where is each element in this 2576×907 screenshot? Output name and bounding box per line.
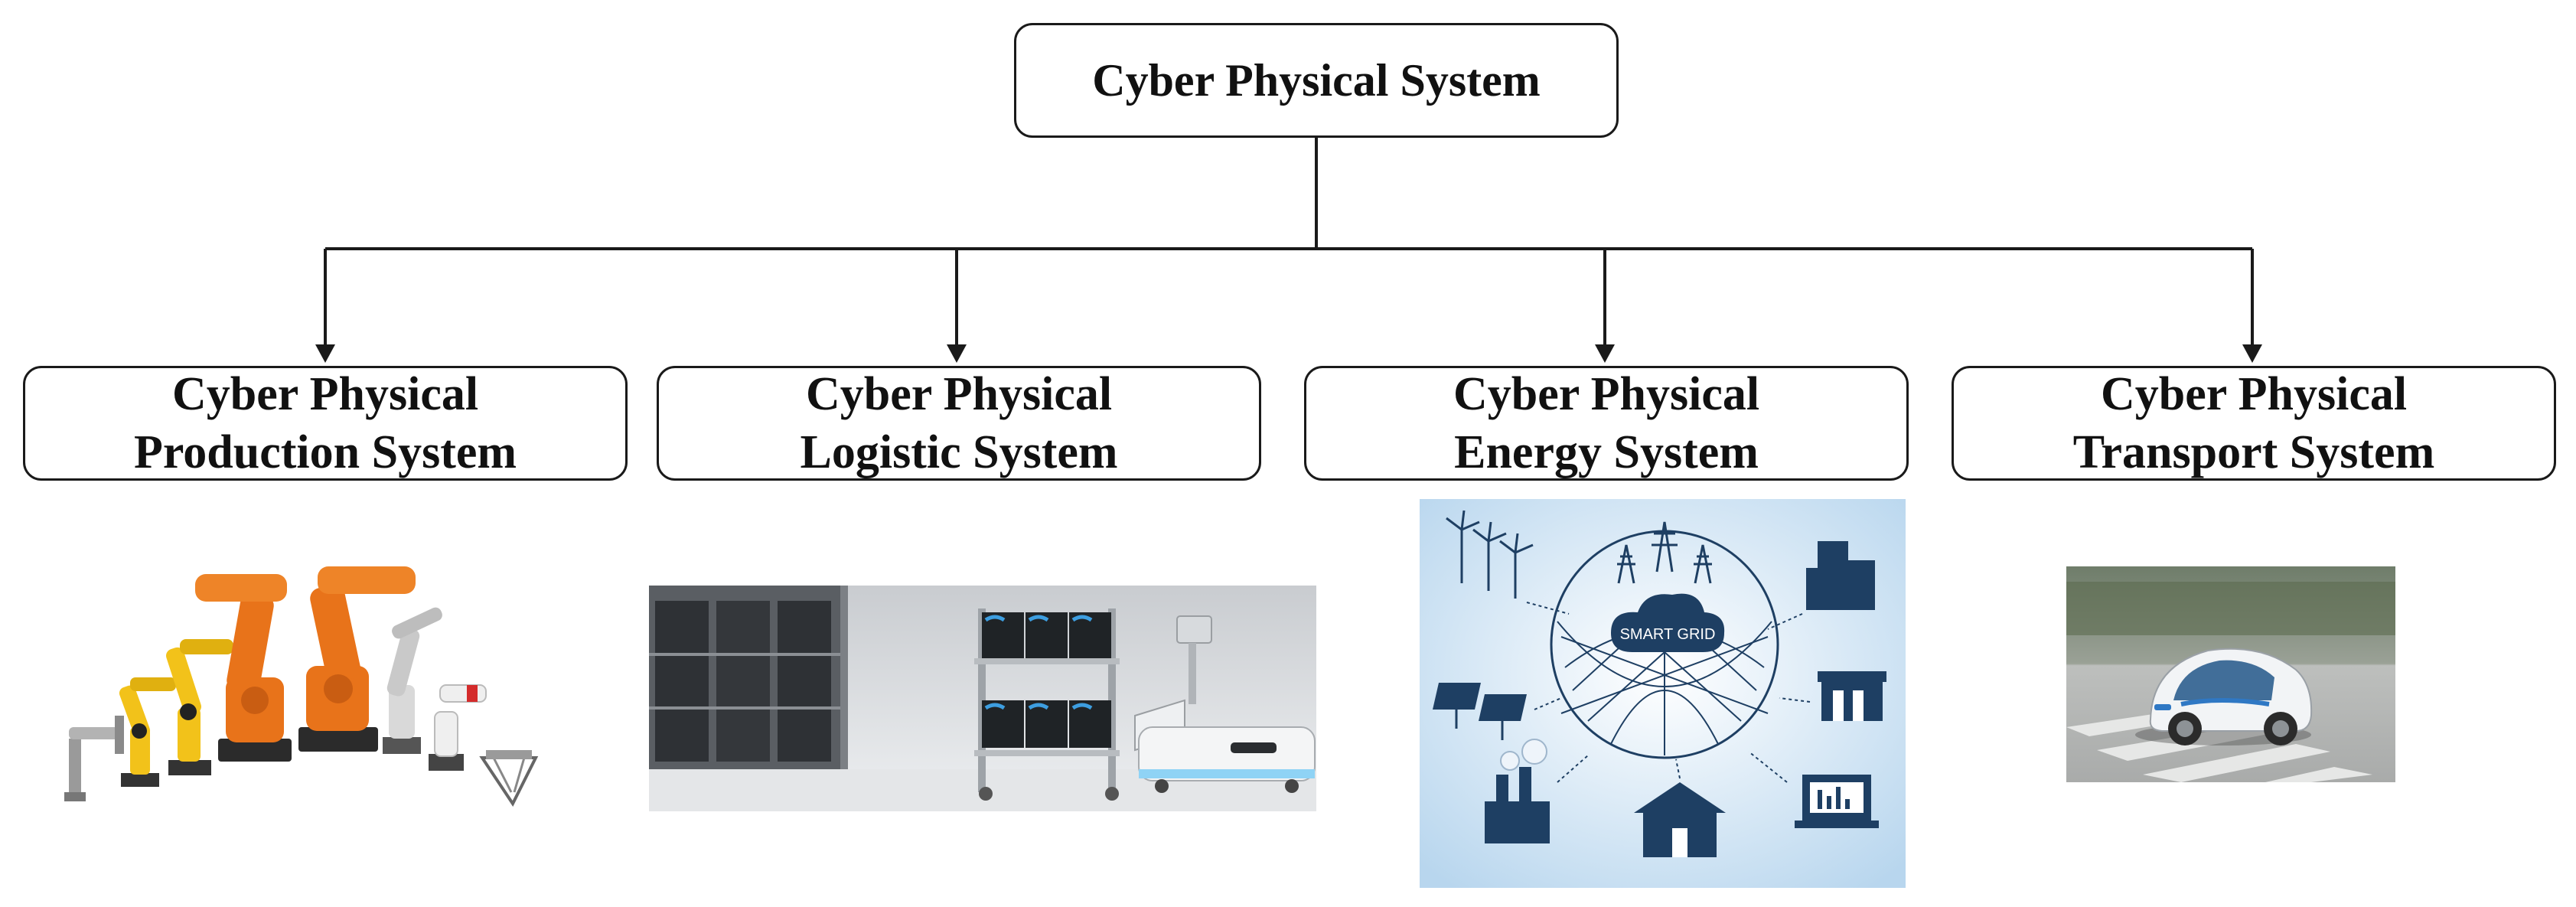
root-node-label: Cyber Physical System xyxy=(1092,54,1541,106)
autonomous-car-image xyxy=(2066,566,2395,782)
yellow-robot-arm-icon xyxy=(166,639,233,775)
energy-system-box: Cyber Physical Energy System xyxy=(1304,366,1909,481)
energy-system-label-line1: Cyber Physical xyxy=(1453,368,1760,420)
laptop-icon xyxy=(1795,775,1879,828)
white-robot-arm-icon xyxy=(383,607,442,754)
delta-robot-icon xyxy=(479,750,539,807)
logistic-system-label-line2: Logistic System xyxy=(800,426,1118,478)
root-node-box: Cyber Physical System xyxy=(1014,23,1619,138)
arrowhead-production xyxy=(315,344,335,363)
connection-arrows xyxy=(1526,602,1811,783)
wind-turbine-icon xyxy=(1446,510,1534,599)
scara-robot-icon xyxy=(64,716,124,801)
store-building-icon xyxy=(1818,671,1886,721)
transport-system-label-line2: Transport System xyxy=(2072,426,2435,478)
mobile-robot-icon xyxy=(1134,615,1316,793)
production-system-box: Cyber Physical Production System xyxy=(23,366,628,481)
factory-icon xyxy=(1485,739,1550,843)
grid-circle xyxy=(1550,530,1779,759)
house-icon xyxy=(1634,782,1726,857)
logistic-system-box: Cyber Physical Logistic System xyxy=(657,366,1261,481)
logistic-system-label-line1: Cyber Physical xyxy=(805,368,1113,420)
office-building-icon xyxy=(1806,541,1875,610)
autonomous-car-icon xyxy=(2135,648,2313,746)
yellow-robot-arm-icon xyxy=(119,677,176,787)
industrial-robot-arms-image xyxy=(54,563,543,815)
warehouse-mobile-robot-image xyxy=(649,586,1316,811)
cloud-icon: SMART GRID xyxy=(1611,593,1725,652)
transmission-tower-icon xyxy=(1617,521,1712,584)
arrowhead-energy xyxy=(1595,344,1615,363)
transport-system-label-line1: Cyber Physical xyxy=(2100,368,2408,420)
transport-system-box: Cyber Physical Transport System xyxy=(1952,366,2556,481)
orange-robot-arm-icon xyxy=(195,574,292,762)
production-system-label-line1: Cyber Physical xyxy=(171,368,479,420)
storage-rack-icon xyxy=(649,586,840,769)
production-system-label-line2: Production System xyxy=(133,426,517,478)
grid-mesh-icon xyxy=(1557,605,1772,755)
arrowhead-transport xyxy=(2242,344,2262,363)
arrowhead-logistic xyxy=(947,344,967,363)
smart-grid-infographic-image: SMART GRID xyxy=(1420,499,1906,888)
solar-panel-icon xyxy=(1433,683,1527,740)
smart-grid-label: SMART GRID xyxy=(1620,626,1716,643)
energy-system-label-line2: Energy System xyxy=(1454,426,1759,478)
orange-robot-arm-icon xyxy=(298,566,416,752)
small-robot-arm-icon xyxy=(429,684,487,771)
bin-cart-icon xyxy=(974,608,1120,801)
